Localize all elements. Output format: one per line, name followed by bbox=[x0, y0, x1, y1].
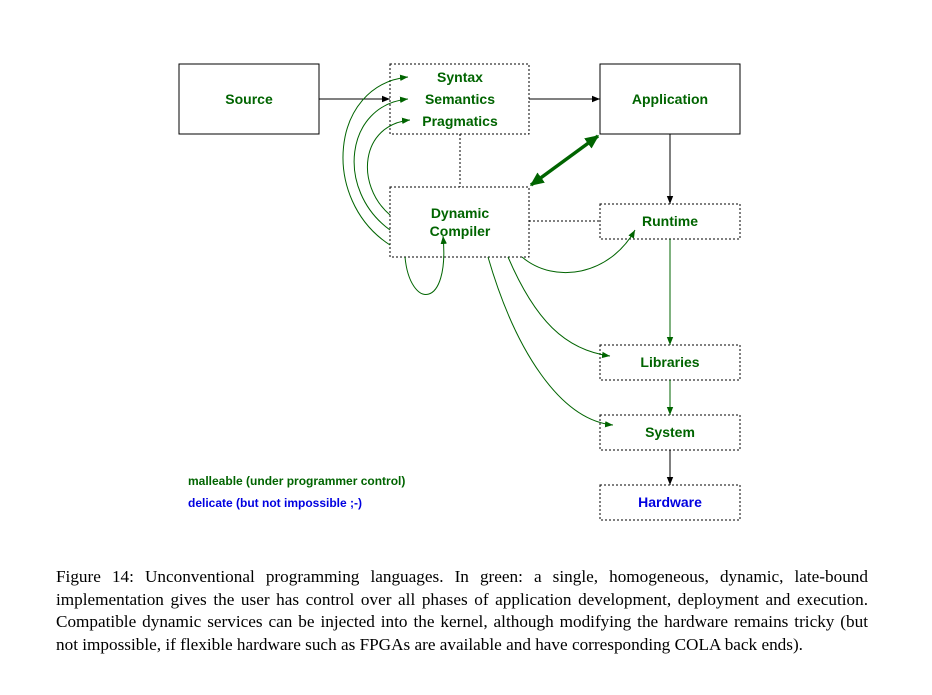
syntax-label: Syntax bbox=[437, 69, 483, 85]
compiler-to-runtime-curve bbox=[521, 229, 636, 274]
compiler-label: Compiler bbox=[430, 223, 491, 239]
dynamic-compiler-box bbox=[389, 186, 530, 258]
architecture-diagram: Source Syntax Semantics Pragmatics Appli… bbox=[178, 63, 741, 521]
compiler-application-double-arrow bbox=[529, 134, 600, 187]
source-label: Source bbox=[225, 91, 273, 107]
compiler-self-loop bbox=[404, 235, 447, 295]
compiler-to-semantics-curve bbox=[353, 96, 409, 231]
legend-malleable: malleable (under programmer control) bbox=[188, 474, 405, 488]
pragmatics-label: Pragmatics bbox=[422, 113, 498, 129]
compiler-to-pragmatics-curve bbox=[367, 117, 411, 216]
hardware-label: Hardware bbox=[638, 494, 702, 510]
compiler-to-system-curve bbox=[487, 256, 614, 428]
dynamic-label: Dynamic bbox=[431, 205, 490, 221]
libraries-label: Libraries bbox=[640, 354, 699, 370]
legend-delicate: delicate (but not impossible ;-) bbox=[188, 496, 362, 510]
compiler-to-libraries-curve bbox=[507, 256, 611, 359]
semantics-label: Semantics bbox=[425, 91, 495, 107]
runtime-label: Runtime bbox=[642, 213, 698, 229]
application-label: Application bbox=[632, 91, 708, 107]
system-label: System bbox=[645, 424, 695, 440]
figure-caption: Figure 14: Unconventional programming la… bbox=[56, 567, 868, 654]
compiler-to-syntax-curve bbox=[342, 74, 409, 246]
